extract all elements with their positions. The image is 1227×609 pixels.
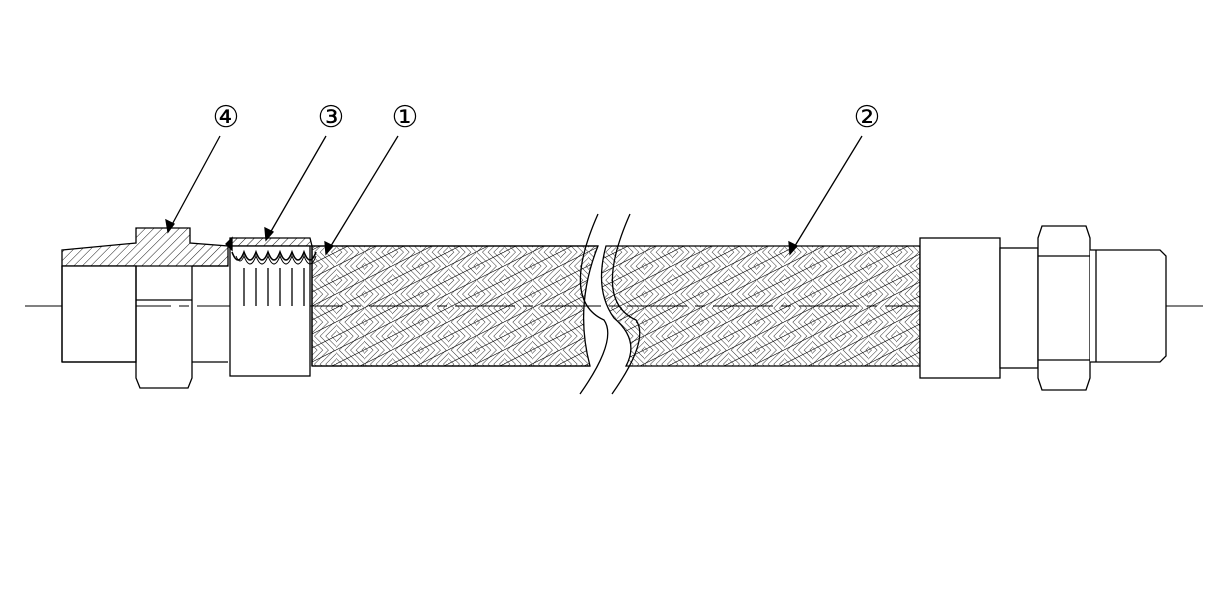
callout-2: ②	[854, 100, 881, 135]
right-socket	[919, 237, 1001, 379]
left-nipple-fitting	[61, 227, 229, 389]
leader-3-arrow	[264, 226, 275, 242]
callout-1: ①	[392, 100, 419, 135]
ferrule	[229, 237, 313, 377]
break-line-left	[579, 213, 609, 395]
corrugated-inner-tube	[225, 236, 317, 306]
braided-hose-right	[312, 245, 921, 367]
leader-2-arrow	[788, 240, 799, 256]
leader-1	[325, 135, 399, 255]
leader-4-arrow	[165, 218, 175, 234]
leader-2	[789, 135, 863, 255]
callout-4: ④	[213, 100, 240, 135]
leader-4	[167, 135, 221, 233]
hex-nut	[1037, 225, 1091, 391]
leader-1-arrow	[324, 240, 335, 256]
callout-3: ③	[318, 100, 345, 135]
right-thread-end	[1090, 249, 1167, 363]
leader-3	[265, 135, 327, 241]
braided-hose-left	[311, 245, 599, 367]
union-body	[999, 247, 1039, 369]
